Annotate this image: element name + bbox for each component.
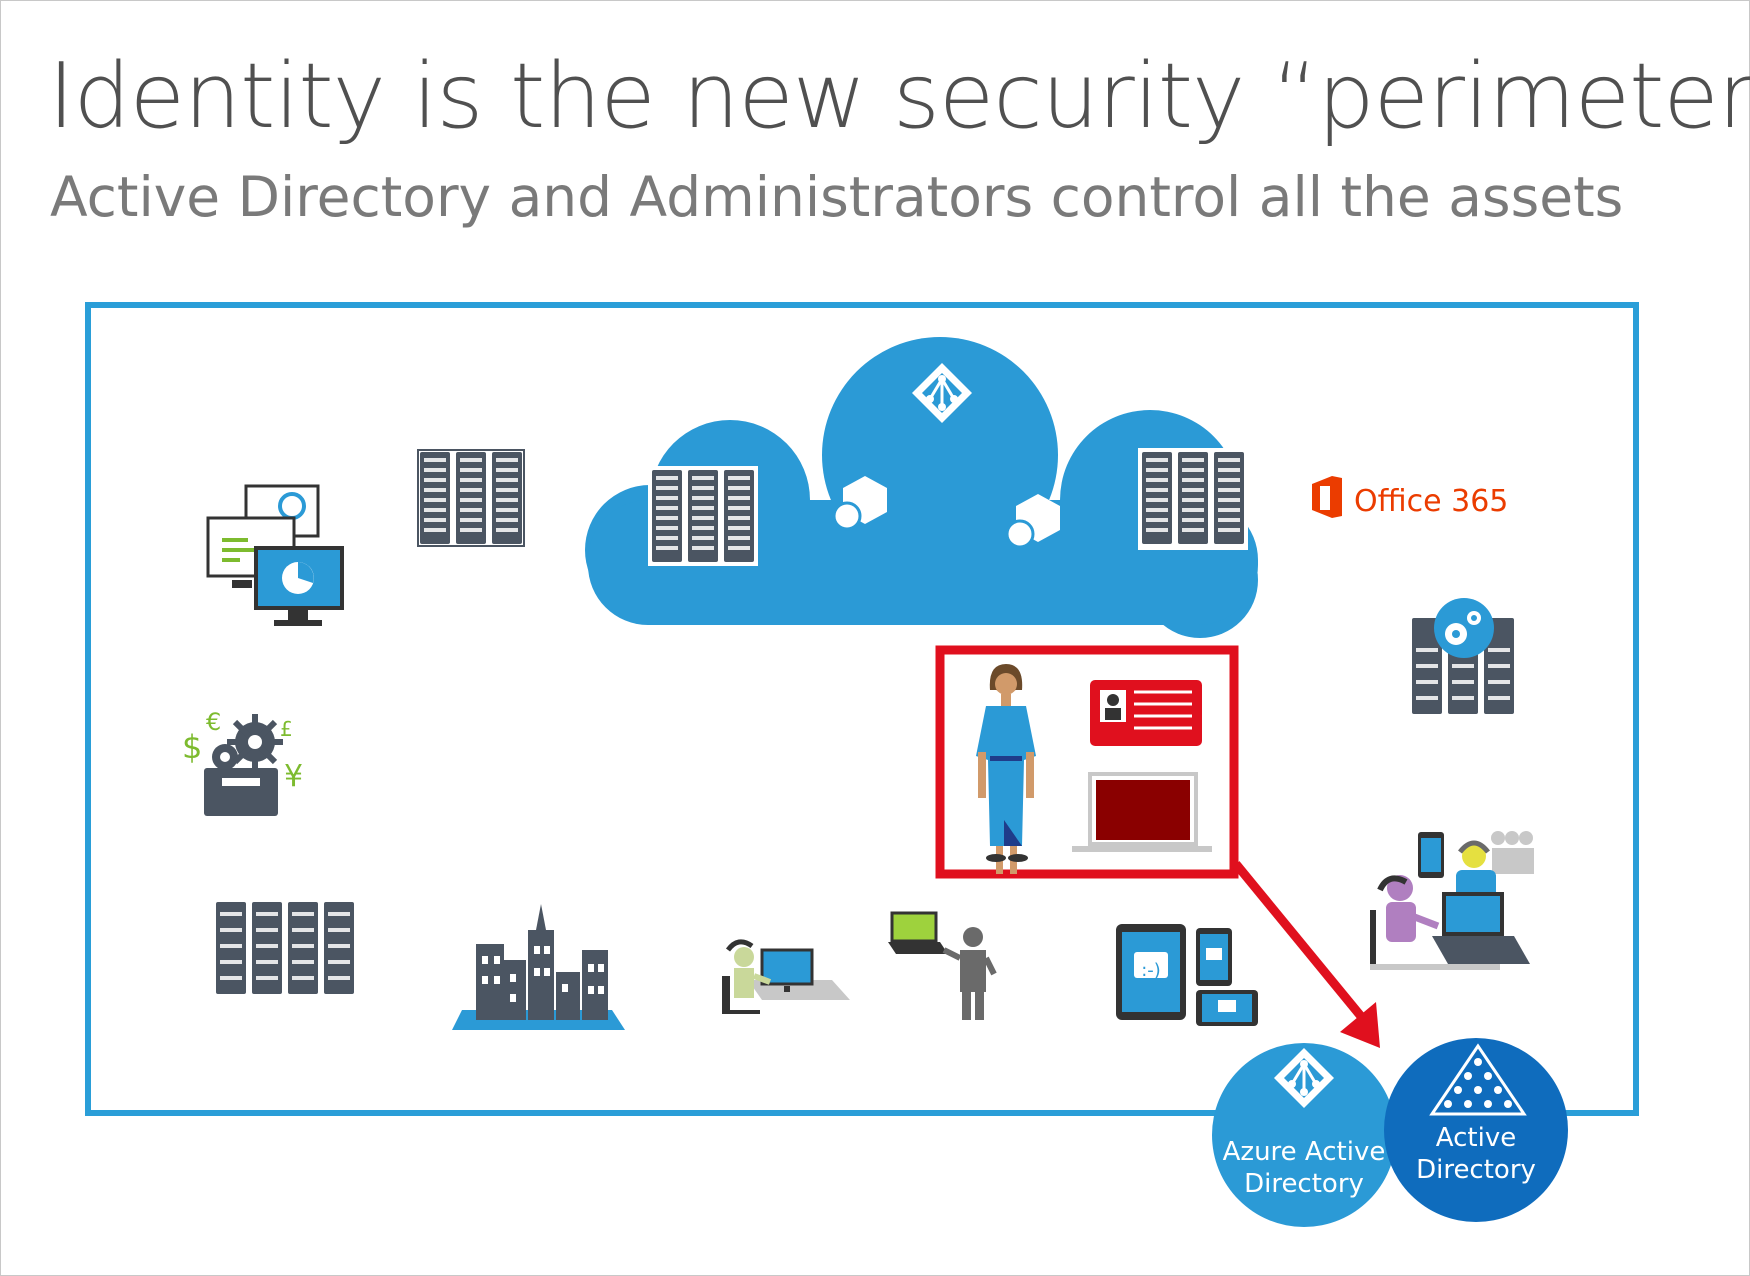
id-card-icon [1090,680,1202,746]
currency-gears-icon: $ € £ ¥ [182,708,303,816]
users-devices-icon [1370,831,1534,970]
euro-symbol: € [206,708,221,736]
active-directory-label-line2: Directory [1416,1155,1536,1185]
server-rack-icon [417,449,525,547]
azure-ad-label-line2: Directory [1244,1169,1364,1199]
gear-server-icon [1412,598,1514,714]
highlight-box [935,645,1239,879]
arrow-icon [1232,861,1380,1048]
slide-subtitle: Active Directory and Administrators cont… [50,165,1624,229]
yen-symbol: ¥ [284,759,303,794]
azure-ad-label-line1: Azure Active [1223,1137,1386,1167]
server-rack-bottom-left-icon [216,902,354,994]
dollar-symbol: $ [182,728,202,766]
emoticon-text: :-) [1141,960,1161,981]
perimeter-box [85,302,1639,1116]
cloud-server-rack-left [648,466,758,566]
city-icon [452,904,625,1030]
monitor-cluster-icon [206,484,344,626]
active-directory-pyramid-icon [1429,1043,1527,1116]
mobile-devices-icon: :-) [1116,924,1258,1026]
active-directory-label-line1: Active [1436,1123,1516,1153]
office-logo-icon [1312,476,1342,518]
person-desk-icon [722,939,850,1014]
cloud-app-icon-2 [1005,494,1060,549]
cloud-server-rack-right [1138,448,1248,550]
person-laptop-icon [888,911,997,1020]
active-directory-circle [1384,1038,1568,1222]
woman-icon [976,664,1036,874]
cloud-app-icon-1 [832,476,887,531]
pound-symbol: £ [280,717,293,741]
laptop-icon [1072,772,1212,852]
azure-ad-circle [1212,1043,1396,1227]
slide-title: Identity is the new security “perimeter” [48,44,1750,149]
office365-label: Office 365 [1354,484,1508,519]
